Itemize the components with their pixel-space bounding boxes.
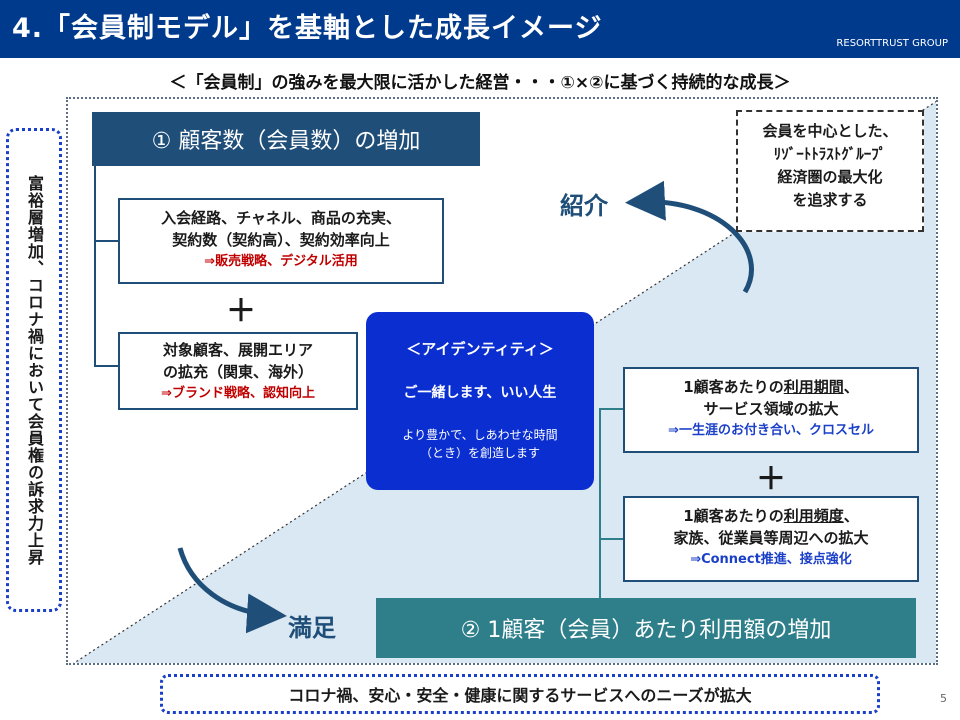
card1-line2: 契約数（契約高）、契約効率向上	[172, 231, 390, 249]
satisfaction-arrow	[177, 547, 287, 634]
left-trend-text: 富裕層増加、コロナ禍において会員権の訴求力上昇	[25, 174, 44, 566]
intro-label: 紹介	[560, 192, 608, 220]
identity-title: ＜アイデンティティ＞	[406, 340, 554, 358]
company-name: RESORTTRUST GROUP	[836, 38, 948, 49]
card4-line1: 1顧客あたりの利用頻度、	[625, 505, 917, 527]
usage-frequency-card: 1顧客あたりの利用頻度、 家族、従業員等周辺への拡大 ⇒Connect推進、接点…	[623, 496, 919, 582]
goal-line1: 会員を中心とした、	[762, 122, 898, 140]
expansion-card: 対象顧客、展開エリア の拡充（関東、海外） ⇒ブランド戦略、認知向上	[118, 332, 358, 410]
usage-period-card: 1顧客あたりの利用期間、 サービス領域の拡大 ⇒一生涯のお付き合い、クロスセル	[623, 367, 919, 453]
identity-description: より豊かで、しあわせな時間 （とき）を創造します	[366, 426, 594, 462]
card3-emphasis: 利用期間	[783, 378, 844, 396]
left-trend-box: 富裕層増加、コロナ禍において会員権の訴求力上昇	[6, 128, 62, 612]
card4-prefix: 1顧客あたりの	[683, 507, 784, 525]
section1-title: ① 顧客数（会員数）の増加	[92, 112, 480, 166]
card3-line2: サービス領域の拡大	[703, 400, 839, 418]
card3-strategy: ⇒一生涯のお付き合い、クロスセル	[668, 423, 874, 438]
page-number: 5	[940, 692, 947, 705]
card3-suffix: 、	[843, 378, 859, 396]
section1-connector	[94, 166, 118, 367]
satisfaction-label: 満足	[288, 614, 336, 642]
acquisition-card: 入会経路、チャネル、商品の充実、 契約数（契約高）、契約効率向上 ⇒販売戦略、デ…	[118, 198, 444, 284]
card2-line1: 対象顧客、展開エリア	[162, 341, 313, 359]
card2-strategy: ⇒ブランド戦略、認知向上	[161, 386, 315, 401]
card1-strategy: ⇒販売戦略、デジタル活用	[204, 254, 358, 269]
bottom-note: コロナ禍、安心・安全・健康に関するサービスへのニーズが拡大	[160, 674, 880, 714]
plus-sign-2: ＋	[756, 462, 786, 497]
card4-suffix: 、	[843, 507, 859, 525]
page-title: 4.「会員制モデル」を基軸とした成長イメージ	[12, 13, 603, 44]
plus-sign-1: ＋	[226, 294, 256, 329]
goal-line2: ﾘｿﾞｰﾄﾄﾗｽﾄｸﾞﾙｰﾌﾟ	[773, 145, 887, 163]
identity-box: ＜アイデンティティ＞ ご一緒します、いい人生 より豊かで、しあわせな時間 （とき…	[366, 312, 594, 490]
identity-desc-line2: （とき）を創造します	[419, 446, 540, 460]
section2-title: ② 1顧客（会員）あたり利用額の増加	[376, 598, 916, 658]
card2-line2: の拡充（関東、海外）	[162, 363, 313, 381]
goal-box: 会員を中心とした、 ﾘｿﾞｰﾄﾄﾗｽﾄｸﾞﾙｰﾌﾟ 経済圏の最大化 を追求する	[736, 110, 924, 232]
goal-line4: を追求する	[792, 191, 868, 209]
card4-strategy: ⇒Connect推進、接点強化	[690, 552, 852, 567]
identity-desc-line1: より豊かで、しあわせな時間	[402, 428, 558, 442]
header-bar: 4.「会員制モデル」を基軸とした成長イメージ RESORTTRUST GROUP	[0, 0, 960, 58]
card3-line1: 1顧客あたりの利用期間、	[625, 376, 917, 398]
card4-emphasis: 利用頻度	[783, 507, 844, 525]
card4-line2: 家族、従業員等周辺への拡大	[673, 529, 869, 547]
intro-arrow	[625, 180, 754, 294]
section2-connector	[599, 408, 623, 598]
card1-line1: 入会経路、チャネル、商品の充実、	[161, 209, 401, 227]
goal-line3: 経済圏の最大化	[777, 168, 883, 186]
subtitle: ＜「会員制」の強みを最大限に活かした経営・・・①×②に基づく持続的な成長＞	[169, 73, 791, 93]
identity-slogan: ご一緒します、いい人生	[403, 385, 557, 401]
card3-prefix: 1顧客あたりの	[683, 378, 784, 396]
